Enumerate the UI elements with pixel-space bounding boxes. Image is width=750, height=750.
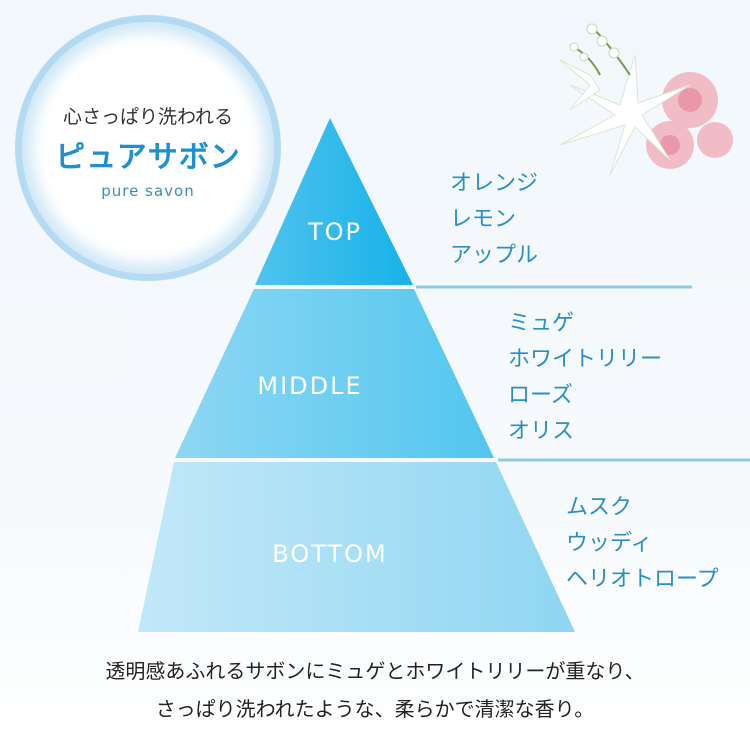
pyramid-middle-tier (175, 289, 494, 458)
fragrance-description: 透明感あふれるサボンにミュゲとホワイトリリーが重なり、 さっぱり洗われたような、… (0, 652, 750, 728)
badge-tagline: 心さっぱり洗われる (62, 106, 234, 128)
note-item: ミュゲ (508, 311, 575, 336)
badge-romaji: pure savon (101, 182, 195, 200)
tier-label-bottom: BOTTOM (272, 540, 388, 568)
tier-label-top: TOP (307, 218, 363, 246)
fragrance-pyramid (138, 118, 750, 632)
tier-label-middle: MIDDLE (257, 372, 363, 400)
note-item: ヘリオトロープ (566, 567, 719, 592)
pyramid-top-tier (255, 118, 413, 285)
top-notes-list: オレンジ レモン アップル (450, 166, 538, 274)
middle-notes-list: ミュゲ ホワイトリリー ローズ オリス (508, 306, 662, 450)
note-item: ムスク (566, 495, 633, 520)
description-line: さっぱり洗われたような、柔らかで清潔な香り。 (155, 697, 595, 721)
note-item: ホワイトリリー (508, 347, 663, 372)
pyramid-bottom-tier (138, 462, 575, 632)
flower-illustration (559, 23, 733, 176)
bottom-notes-list: ムスク ウッディ ヘリオトロープ (566, 490, 719, 598)
note-item: レモン (450, 207, 517, 232)
note-item: オリス (508, 419, 575, 444)
description-line: 透明感あふれるサボンにミュゲとホワイトリリーが重なり、 (105, 659, 645, 683)
badge-product-name: ピュアサボン (55, 140, 241, 175)
note-item: ローズ (508, 383, 573, 408)
product-badge: 心さっぱり洗われる ピュアサボン pure savon (22, 22, 274, 274)
note-item: ウッディ (566, 531, 653, 556)
note-item: アップル (450, 243, 539, 268)
note-item: オレンジ (450, 171, 539, 196)
